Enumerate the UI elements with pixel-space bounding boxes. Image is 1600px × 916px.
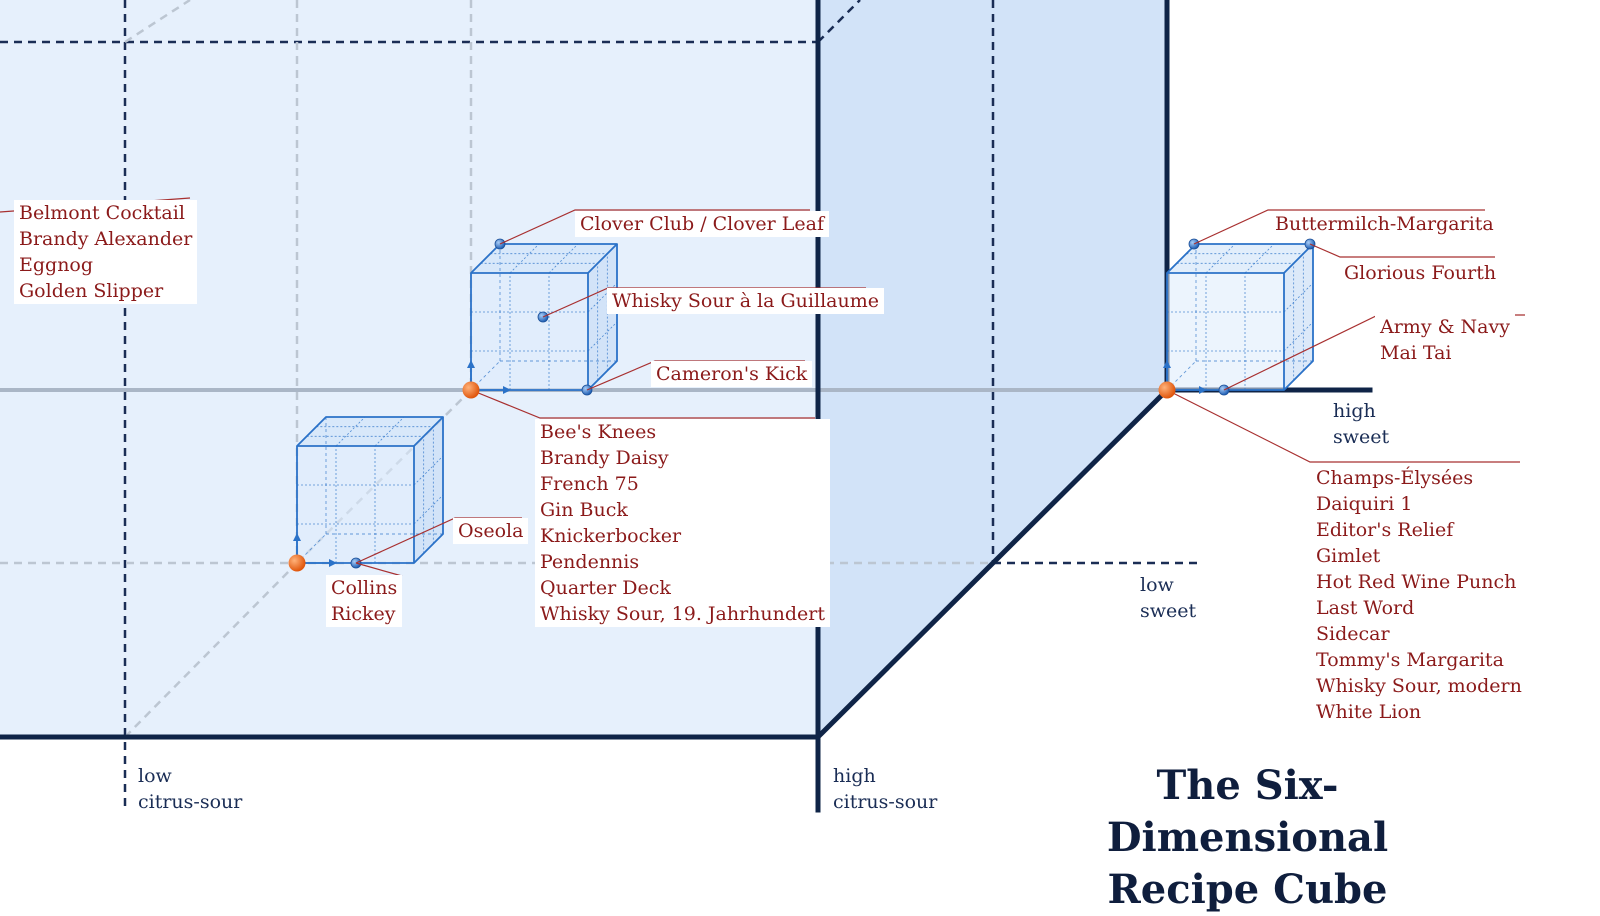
axis-level: low [1140,574,1174,596]
axis-dimension: sweet [1140,600,1197,622]
axis-dimension: citrus-sour [833,791,938,813]
title-line-1: The Six-Dimensional [1106,762,1389,861]
recipe-label: Hot Red Wine Punch [1316,571,1517,593]
recipe-label: Belmont Cocktail [19,202,185,224]
recipe-label: Eggnog [19,254,94,276]
recipe-label: Oseola [458,520,524,542]
recipe-label: Brandy Daisy [540,447,669,469]
label-glorious-fourth: Glorious Fourth [1339,260,1502,286]
label-group-army-navy: Army & Navy Mai Tai [1375,314,1515,366]
recipe-label: French 75 [540,473,639,495]
recipe-label: Gimlet [1316,545,1381,567]
recipe-label: Pendennis [540,551,640,573]
sub-cube-right [1163,243,1314,394]
sub-cube-middle [467,243,618,394]
sub-cube-lower [293,416,444,567]
label-buttermilch-margarita: Buttermilch-Margarita [1270,211,1499,237]
recipe-label: Rickey [331,603,396,625]
recipe-label: Bee's Knees [540,421,657,443]
axis-label-high-citrus-sour: high citrus-sour [833,763,937,815]
origin-markers [288,381,1176,572]
recipe-label: Last Word [1316,597,1415,619]
recipe-label: Champs-Élysées [1316,467,1474,489]
recipe-label: White Lion [1316,701,1422,723]
label-group-champs-elysees: Champs-Élysées Daiquiri 1 Editor's Relie… [1311,465,1527,725]
label-group-bees-knees: Bee's Knees Brandy Daisy French 75 Gin B… [535,419,830,627]
recipe-label: Cameron's Kick [656,363,808,385]
axis-level: high [833,765,876,787]
recipe-label: Glorious Fourth [1344,262,1497,284]
label-oseola: Oseola [453,518,529,544]
frame-edges [0,0,1373,813]
recipe-label: Tommy's Margarita [1316,649,1504,671]
recipe-label: Buttermilch-Margarita [1275,213,1494,235]
axis-label-low-sweet: low sweet [1140,572,1196,624]
recipe-label: Quarter Deck [540,577,671,599]
recipe-label: Whisky Sour, 19. Jahrhundert [540,603,825,625]
recipe-label: Gin Buck [540,499,628,521]
title-line-2: Recipe Cube [1107,866,1388,913]
recipe-label: Clover Club / Clover Leaf [580,213,825,235]
recipe-label: Mai Tai [1380,342,1452,364]
recipe-label: Brandy Alexander [19,228,193,250]
label-group-top-left: Belmont Cocktail Brandy Alexander Eggnog… [14,200,198,304]
recipe-label: Sidecar [1316,623,1390,645]
recipe-label: Whisky Sour, modern [1316,675,1522,697]
recipe-label: Whisky Sour à la Guillaume [612,290,879,312]
diagram-title: The Six-Dimensional Recipe Cube [1050,760,1445,916]
recipe-label: Editor's Relief [1316,519,1454,541]
label-group-collins: Collins Rickey [326,575,403,627]
axis-label-high-sweet: high sweet [1333,398,1389,450]
recipe-label: Knickerbocker [540,525,682,547]
label-camerons-kick: Cameron's Kick [651,361,813,387]
label-clover-club: Clover Club / Clover Leaf [575,211,830,237]
axis-dimension: sweet [1333,426,1390,448]
axis-dimension: citrus-sour [138,791,243,813]
recipe-label: Golden Slipper [19,280,164,302]
axis-level: low [138,765,172,787]
axis-label-low-citrus-sour: low citrus-sour [138,763,242,815]
recipe-label: Daiquiri 1 [1316,493,1413,515]
label-whisky-sour-guillaume: Whisky Sour à la Guillaume [607,288,884,314]
recipe-label: Army & Navy [1380,316,1510,338]
axis-level: high [1333,400,1376,422]
recipe-label: Collins [331,577,398,599]
leader-lines [0,197,1525,577]
